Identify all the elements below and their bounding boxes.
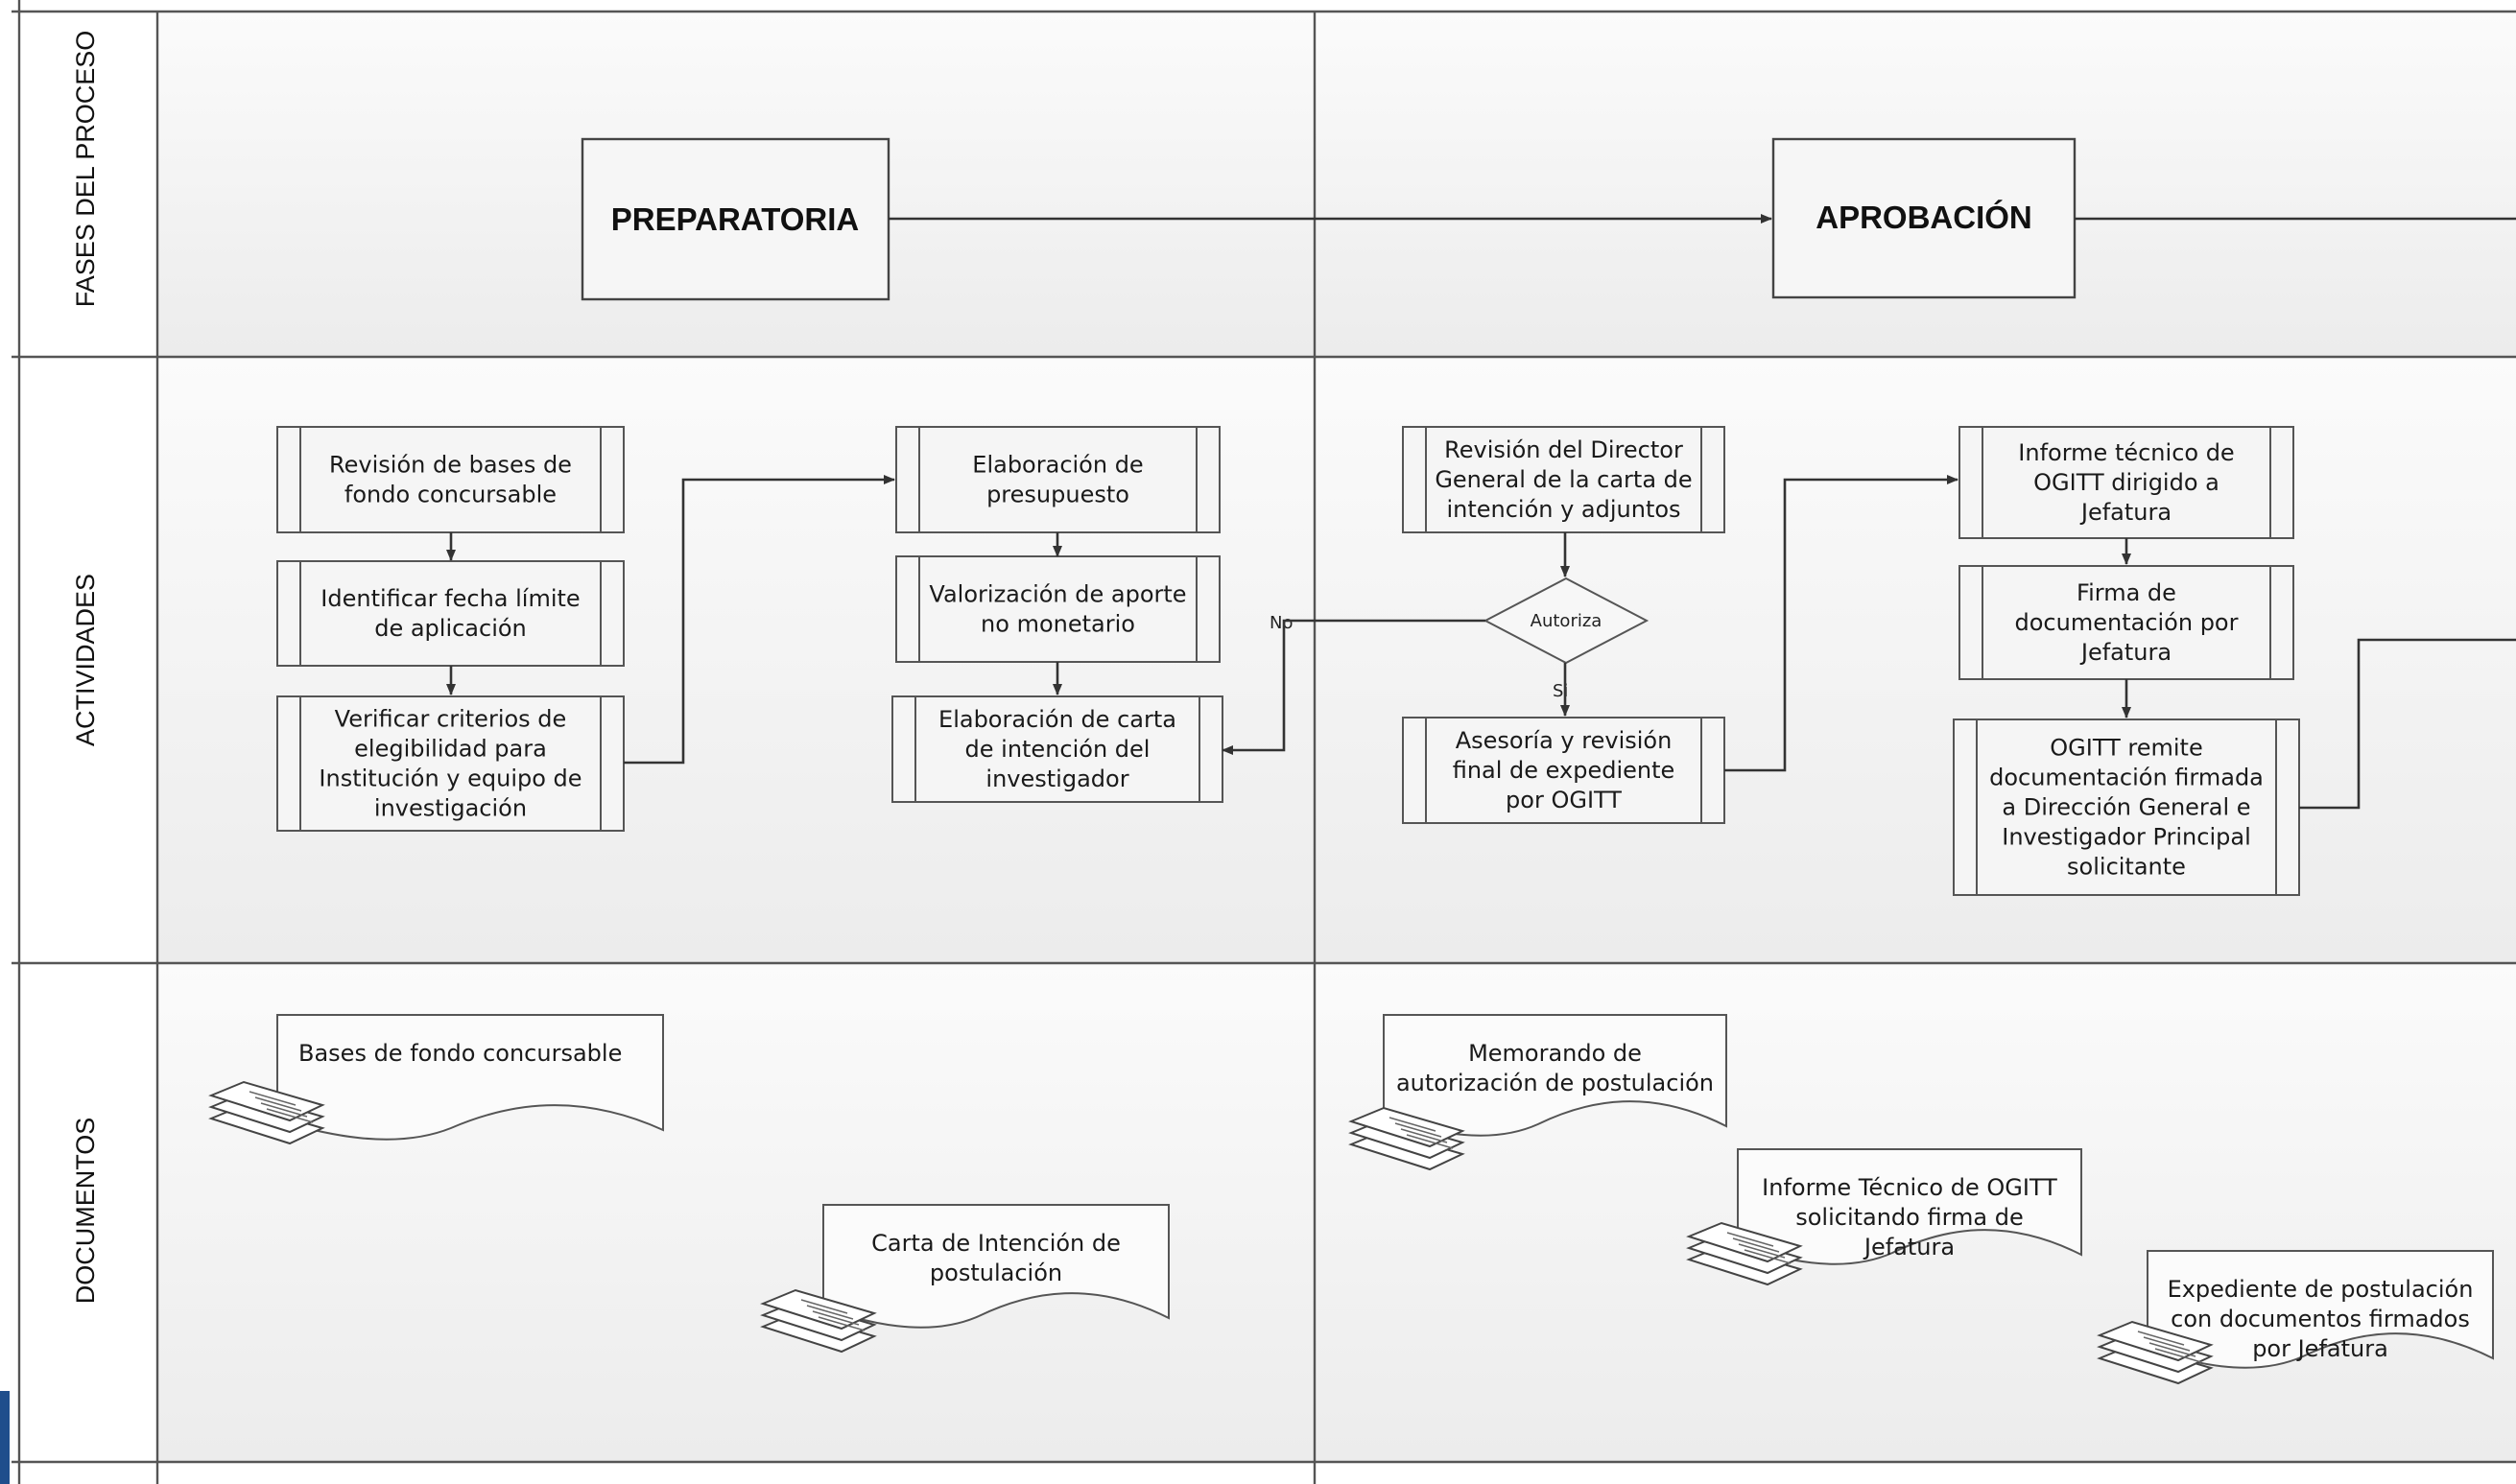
activity-line: solicitante: [2067, 854, 2186, 881]
activity-line: fondo concursable: [344, 482, 557, 508]
activity-line: Elaboración de: [972, 452, 1143, 479]
activity-line: OGITT remite: [2050, 735, 2202, 762]
document-line: Informe Técnico de OGITT: [1762, 1174, 2057, 1201]
activity-line: Valorización de aporte: [929, 581, 1186, 608]
activity-line: investigador: [985, 766, 1128, 792]
activity-line: Verificar criterios de: [335, 706, 567, 733]
activity-line: Elaboración de carta: [938, 706, 1176, 733]
activity-line: no monetario: [981, 611, 1135, 638]
activity-line: Identificar fecha límite: [320, 585, 580, 612]
activity-line: Revisión del Director: [1444, 436, 1683, 463]
activity-line: documentación por: [2015, 609, 2239, 636]
document-stack-icon: [760, 1288, 877, 1354]
document-line: Expediente de postulación: [2168, 1276, 2474, 1303]
activities-group: Revisión de bases de fondo concursableIde…: [276, 426, 2300, 896]
activity-line: OGITT dirigido a: [2033, 469, 2219, 496]
lane-title-fases: FASES DEL PROCESO: [71, 31, 100, 308]
activity-elaboracion-presupuesto[interactable]: Elaboración de presupuesto: [895, 426, 1221, 533]
document-line: con documentos firmados: [2171, 1306, 2470, 1332]
document-line: Carta de Intención de: [871, 1230, 1121, 1257]
activity-line: Revisión de bases de: [329, 452, 572, 479]
document-stack-icon: [1348, 1106, 1465, 1171]
activity-line: Asesoría y revisión: [1456, 727, 1673, 754]
document-informe[interactable]: Informe Técnico de OGITT solicitando firm…: [1686, 1148, 2082, 1286]
activity-line: por OGITT: [1506, 787, 1622, 813]
label-no: No: [1270, 613, 1293, 633]
document-line: Jefatura: [1863, 1234, 1955, 1260]
document-line: Bases de fondo concursable: [298, 1040, 622, 1067]
activity-line: a Dirección General e: [2002, 794, 2250, 821]
decision-autoriza[interactable]: Autoriza: [1483, 577, 1650, 665]
activity-line: intención y adjuntos: [1446, 496, 1680, 523]
phase-aprobacion[interactable]: APROBACIÓN: [1771, 137, 2077, 299]
document-stack-icon: [1686, 1221, 1803, 1286]
accent-strip: [0, 1391, 10, 1484]
document-line: postulación: [930, 1260, 1062, 1286]
phase-aprobacion-label: APROBACIÓN: [1816, 200, 2032, 235]
phase-preparatoria[interactable]: PREPARATORIA: [581, 137, 890, 301]
activity-verificar-criterios[interactable]: Verificar criterios de elegibilidad paraI…: [276, 695, 625, 832]
activity-line: Informe técnico de: [2018, 439, 2234, 466]
activity-line: Investigador Principal: [2002, 824, 2250, 851]
document-line: Memorando de: [1468, 1040, 1642, 1067]
lane-fases-bg: [157, 12, 2516, 357]
flow-connectors: [446, 475, 2516, 810]
activity-line: presupuesto: [986, 482, 1129, 508]
activity-revision-bases[interactable]: Revisión de bases de fondo concursable: [276, 426, 625, 533]
activity-line: Firma de: [2077, 579, 2176, 606]
activity-line: Jefatura: [2079, 499, 2172, 526]
activity-elaboracion-carta[interactable]: Elaboración de carta de intención del inve…: [891, 695, 1223, 803]
lane-title-documentos: DOCUMENTOS: [71, 1118, 100, 1305]
activity-asesoria-revision[interactable]: Asesoría y revisión final de expediente po…: [1402, 717, 1725, 824]
activity-line: Jefatura: [2079, 639, 2172, 666]
document-line: solicitando firma de: [1795, 1204, 2024, 1231]
activity-line: final de expediente: [1453, 757, 1675, 784]
lane-title-actividades: ACTIVIDADES: [71, 574, 100, 746]
activity-identificar-fecha[interactable]: Identificar fecha límite de aplicación: [276, 560, 625, 667]
activity-line: elegibilidad para: [354, 736, 547, 763]
activity-valorizacion-aporte[interactable]: Valorización de aporte no monetario: [895, 555, 1221, 663]
phase-preparatoria-label: PREPARATORIA: [611, 201, 860, 237]
document-stack-icon: [2097, 1320, 2214, 1385]
document-memorando[interactable]: Memorando de autorización de postulación: [1348, 1014, 1727, 1171]
document-line: por Jefatura: [2252, 1335, 2388, 1362]
document-line: autorización de postulación: [1396, 1070, 1714, 1096]
document-bases[interactable]: Bases de fondo concursable: [208, 1014, 664, 1145]
activity-ogitt-remite[interactable]: OGITT remite documentación firmada a Direc…: [1953, 718, 2300, 896]
activity-line: investigación: [374, 795, 527, 822]
activity-line: General de la carta de: [1435, 466, 1692, 493]
activity-line: documentación firmada: [1989, 765, 2264, 791]
activity-line: Institución y equipo de: [319, 766, 582, 792]
document-expediente[interactable]: Expediente de postulación con documentos …: [2097, 1250, 2494, 1385]
decision-label: Autoriza: [1531, 611, 1602, 631]
lane-grid: [12, 0, 2516, 1484]
document-carta[interactable]: Carta de Intención de postulación: [760, 1204, 1170, 1354]
activity-informe-tecnico[interactable]: Informe técnico de OGITT dirigido a Jefatu…: [1958, 426, 2294, 539]
document-stack-icon: [208, 1080, 325, 1145]
activity-line: de aplicación: [374, 615, 527, 642]
activity-line: de intención del: [965, 736, 1151, 763]
